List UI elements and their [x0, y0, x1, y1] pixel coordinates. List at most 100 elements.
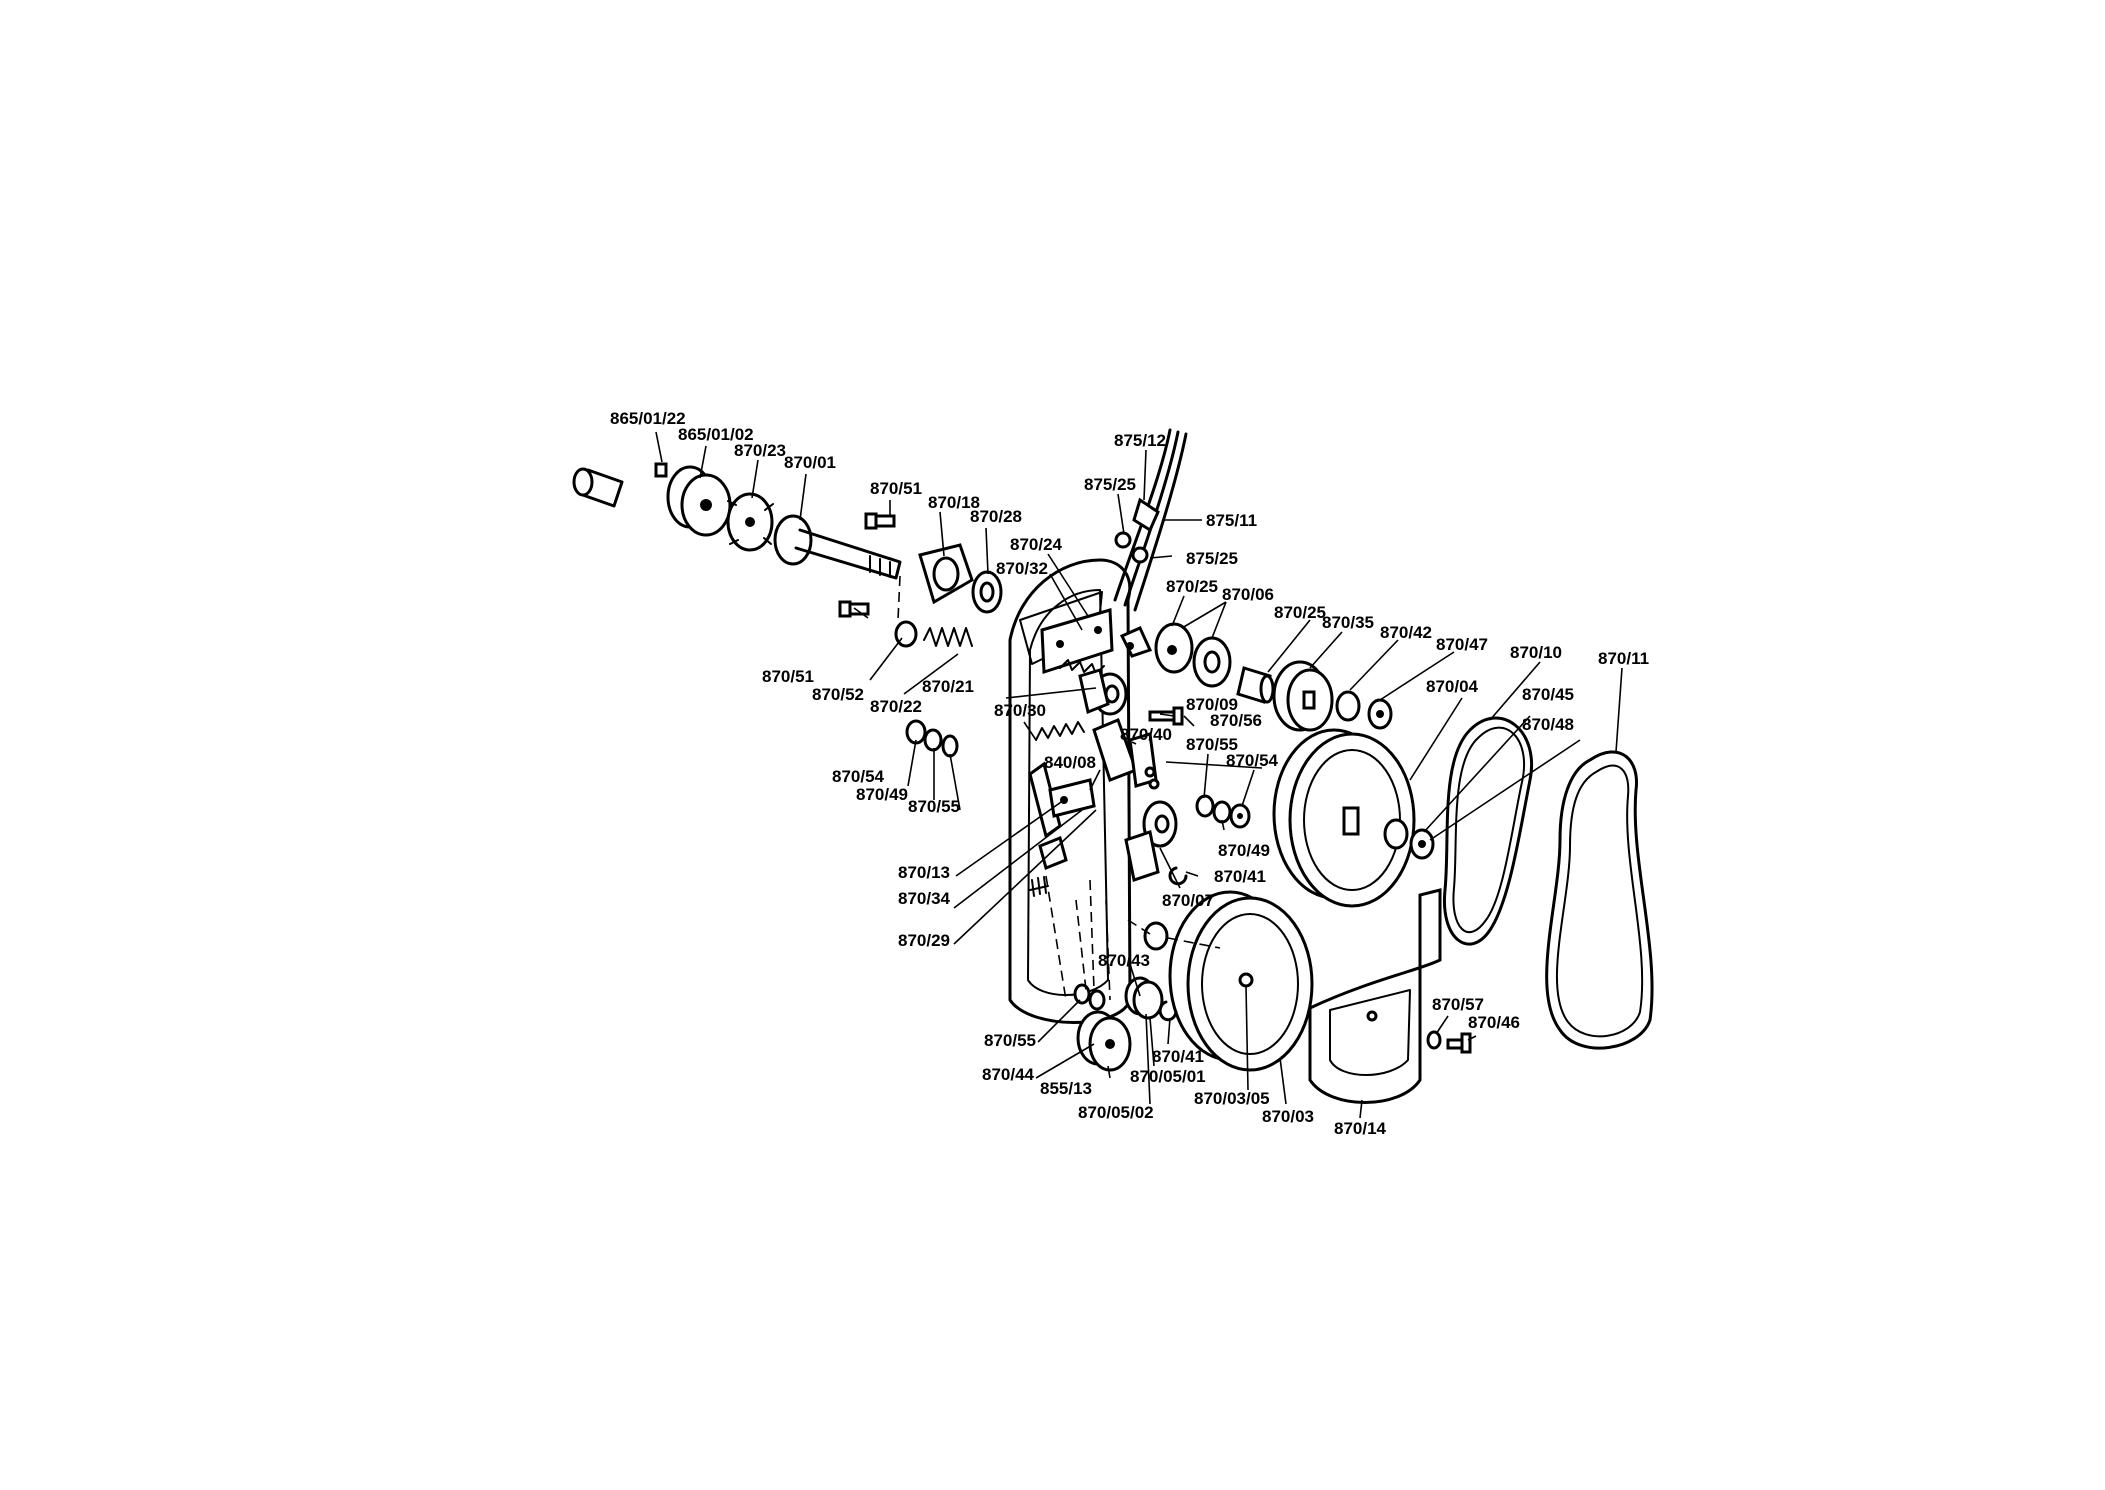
label-870-35: 870/35: [1322, 613, 1374, 632]
label-870-41-mid: 870/41: [1214, 867, 1266, 886]
threaded-rod: [1029, 876, 1049, 897]
label-870-21: 870/21: [922, 677, 974, 696]
washer-left-49: [923, 728, 943, 752]
guard-screw: [1446, 1032, 1472, 1054]
label-870-42: 870/42: [1380, 623, 1432, 642]
callout-labels: 865/01/22 865/01/02 870/23 870/01 870/51…: [610, 409, 1649, 1138]
label-870-25-a: 870/25: [1166, 577, 1218, 596]
pulley-washer-45: [1383, 818, 1409, 850]
leader-lines: [655, 431, 1623, 1119]
v-belt-short: [1442, 716, 1533, 946]
label-870-32: 870/32: [996, 559, 1048, 578]
label-870-22: 870/22: [870, 697, 922, 716]
tension-spring-lower: [1035, 721, 1085, 741]
label-870-51-top: 870/51: [870, 479, 922, 498]
label-870-55-mid: 870/55: [1186, 735, 1238, 754]
label-865-01-02: 865/01/02: [678, 425, 754, 444]
pulley-nut-48: [1409, 828, 1435, 860]
gear-pulley-05-02: [1124, 976, 1164, 1020]
label-870-49-mid: 870/49: [1218, 841, 1270, 860]
label-870-34: 870/34: [898, 889, 951, 908]
label-870-07: 870/07: [1162, 891, 1214, 910]
washer-lower-55-b: [1088, 989, 1106, 1011]
alignment-lines: [897, 575, 1221, 1001]
label-870-55-bottom: 870/55: [984, 1031, 1036, 1050]
label-875-12: 875/12: [1114, 431, 1166, 450]
idler-pulley-lower: [1124, 800, 1178, 882]
bearing-flange: [918, 543, 974, 605]
label-875-11: 875/11: [1206, 511, 1257, 530]
label-870-10: 870/10: [1510, 643, 1562, 662]
label-870-29: 870/29: [898, 931, 950, 950]
label-870-04: 870/04: [1426, 677, 1479, 696]
label-870-05-01: 870/05/01: [1130, 1067, 1206, 1086]
label-870-44: 870/44: [982, 1065, 1035, 1084]
label-870-25-b: 870/25: [1274, 603, 1326, 622]
label-870-55-left: 870/55: [908, 797, 960, 816]
label-870-01: 870/01: [784, 453, 836, 472]
label-870-56: 870/56: [1210, 711, 1262, 730]
label-875-25-top: 875/25: [1084, 475, 1136, 494]
washer-left-54: [905, 719, 927, 745]
nut-mid-54: [1229, 803, 1251, 829]
control-cables: [1113, 428, 1188, 612]
label-870-14: 870/14: [1334, 1119, 1387, 1138]
label-870-41-bottom: 870/41: [1152, 1047, 1204, 1066]
circlip-mid: [1168, 866, 1188, 886]
label-870-54-left: 870/54: [832, 767, 885, 786]
upper-small-pulley: [1272, 660, 1334, 732]
washer-lower-43: [1143, 921, 1169, 951]
compression-spring: [923, 627, 973, 647]
label-870-47: 870/47: [1436, 635, 1488, 654]
label-870-24: 870/24: [1010, 535, 1063, 554]
label-870-18: 870/18: [928, 493, 980, 512]
label-870-46: 870/46: [1468, 1013, 1520, 1032]
bracket-bolts: [1144, 766, 1160, 790]
label-870-48: 870/48: [1522, 715, 1574, 734]
label-840-08: 840/08: [1044, 753, 1096, 772]
shaft-sleeve: [572, 467, 624, 508]
label-870-43: 870/43: [1098, 951, 1150, 970]
flange-screw-bottom: [838, 600, 870, 618]
label-870-49-left: 870/49: [856, 785, 908, 804]
label-870-09: 870/09: [1186, 695, 1238, 714]
label-870-05-02: 870/05/02: [1078, 1103, 1154, 1122]
cable-nut-bottom: [1131, 546, 1149, 564]
drive-shaft: [773, 514, 902, 580]
pulley-washer-upper: [1335, 690, 1361, 722]
idler-washer: [1154, 622, 1194, 674]
washer-left-55: [941, 734, 959, 758]
guard-washer: [1426, 1030, 1442, 1050]
washer-lower-55: [1073, 983, 1091, 1005]
label-855-13: 855/13: [1040, 1079, 1092, 1098]
tensioner-bolt: [1148, 706, 1184, 726]
v-belt-long: [1545, 750, 1654, 1050]
label-870-54-mid: 870/54: [1226, 751, 1279, 770]
label-870-11: 870/11: [1598, 649, 1649, 668]
tension-lever-bracket: [1040, 608, 1114, 675]
cable-nut-top: [1114, 531, 1132, 549]
large-pulley-upper: [1272, 728, 1416, 908]
pulley-nut-upper: [1367, 698, 1393, 730]
belt-guard: [1308, 888, 1442, 1104]
label-865-01-22: 865/01/22: [610, 409, 686, 428]
label-870-30: 870/30: [994, 701, 1046, 720]
idler-bracket: [1078, 668, 1110, 715]
label-870-40: 870/40: [1120, 725, 1172, 744]
label-870-03: 870/03: [1262, 1107, 1314, 1126]
gear-pulley-44: [1076, 1010, 1132, 1072]
circlip-lower: [1158, 1000, 1178, 1022]
label-870-03-05: 870/03/05: [1194, 1089, 1270, 1108]
washer-mid-49: [1212, 800, 1232, 824]
coupling-star: [726, 492, 774, 552]
label-870-06: 870/06: [1222, 585, 1274, 604]
washer-mid-55: [1195, 794, 1215, 818]
set-screw: [654, 462, 668, 478]
flange-screw-top: [864, 512, 896, 530]
label-870-51-bottom: 870/51: [762, 667, 814, 686]
spacer-bushing: [1236, 666, 1275, 704]
ball-bearing: [971, 570, 1003, 614]
label-870-28: 870/28: [970, 507, 1022, 526]
